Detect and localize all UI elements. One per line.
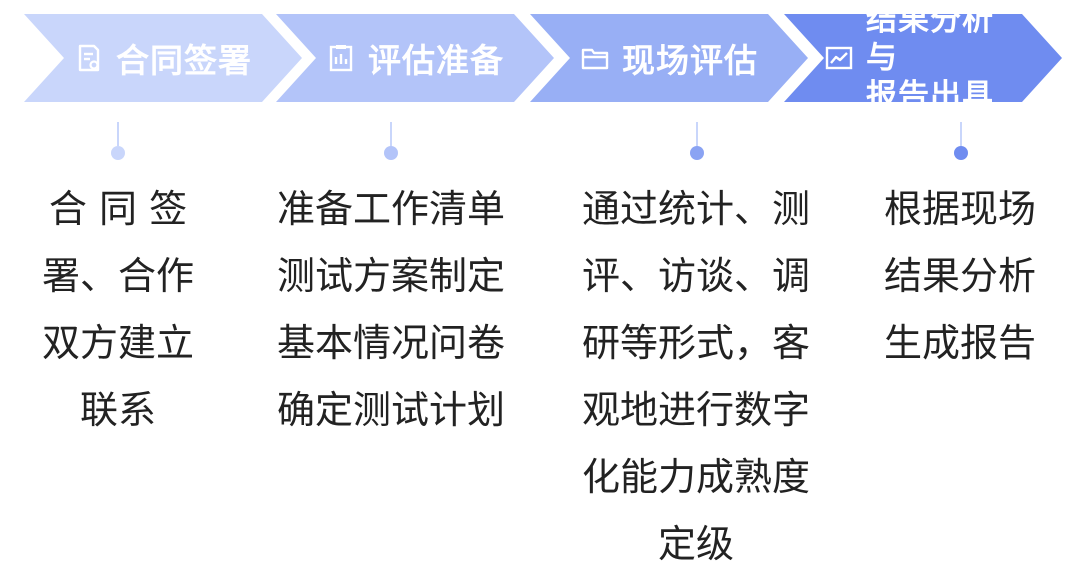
connector-1 <box>117 122 119 146</box>
connector-4 <box>960 122 962 146</box>
detail-line: 评、访谈、调 <box>581 254 810 298</box>
detail-line: 研等形式，客 <box>581 321 810 365</box>
step-3-header: 现场评估 <box>570 14 768 102</box>
detail-line: 化能力成熟度 <box>581 455 810 499</box>
step-3-title: 现场评估 <box>622 41 758 80</box>
detail-line: 准备工作清单 <box>276 187 505 231</box>
dot-3 <box>690 146 704 160</box>
dot-2 <box>384 146 398 160</box>
step-1-title: 合同签署 <box>116 41 252 80</box>
step-1-details: 合 同 签 署、合作 双方建立 联系 <box>18 176 218 444</box>
chevron-step-3 <box>530 14 808 102</box>
detail-line: 联系 <box>79 388 156 432</box>
trend-chart-icon <box>825 46 853 70</box>
detail-line: 署、合作 <box>41 254 194 298</box>
clipboard-chart-icon <box>329 45 353 72</box>
chevron-step-1 <box>24 14 302 102</box>
detail-line: 结果分析 <box>883 254 1036 298</box>
detail-line: 合 同 签 <box>48 187 188 231</box>
connector-3 <box>696 122 698 146</box>
detail-line: 观地进行数字 <box>581 388 810 432</box>
step-4-header: 结果分析与 报告出具 <box>824 2 1022 114</box>
step-2-title: 评估准备 <box>368 41 504 80</box>
step-4-details: 根据现场 结果分析 生成报告 <box>862 176 1058 377</box>
detail-line: 测试方案制定 <box>276 254 505 298</box>
step-4-title-line1: 结果分析与 <box>866 2 994 76</box>
step-4-title-line2: 报告出具 <box>866 78 994 114</box>
detail-line: 双方建立 <box>41 321 194 365</box>
chevron-step-4 <box>784 14 1062 102</box>
connector-2 <box>390 122 392 146</box>
contract-doc-icon <box>78 44 100 72</box>
detail-line: 根据现场 <box>883 187 1036 231</box>
step-1-header: 合同签署 <box>64 14 262 102</box>
step-3-details: 通过统计、测 评、访谈、调 研等形式，客 观地进行数字 化能力成熟度 定级 <box>566 176 826 578</box>
process-chevrons <box>24 14 1062 102</box>
dot-4 <box>954 146 968 160</box>
detail-line: 确定测试计划 <box>276 388 505 432</box>
chevron-step-2 <box>276 14 554 102</box>
detail-line: 基本情况问卷 <box>276 321 505 365</box>
step-2-details: 准备工作清单 测试方案制定 基本情况问卷 确定测试计划 <box>262 176 520 444</box>
detail-line: 生成报告 <box>883 321 1036 365</box>
detail-line: 通过统计、测 <box>581 187 810 231</box>
detail-line: 定级 <box>657 522 734 566</box>
folder-icon <box>581 48 609 70</box>
dot-1 <box>111 146 125 160</box>
step-2-header: 评估准备 <box>316 14 514 102</box>
step-4-title: 结果分析与 报告出具 <box>866 1 1022 115</box>
